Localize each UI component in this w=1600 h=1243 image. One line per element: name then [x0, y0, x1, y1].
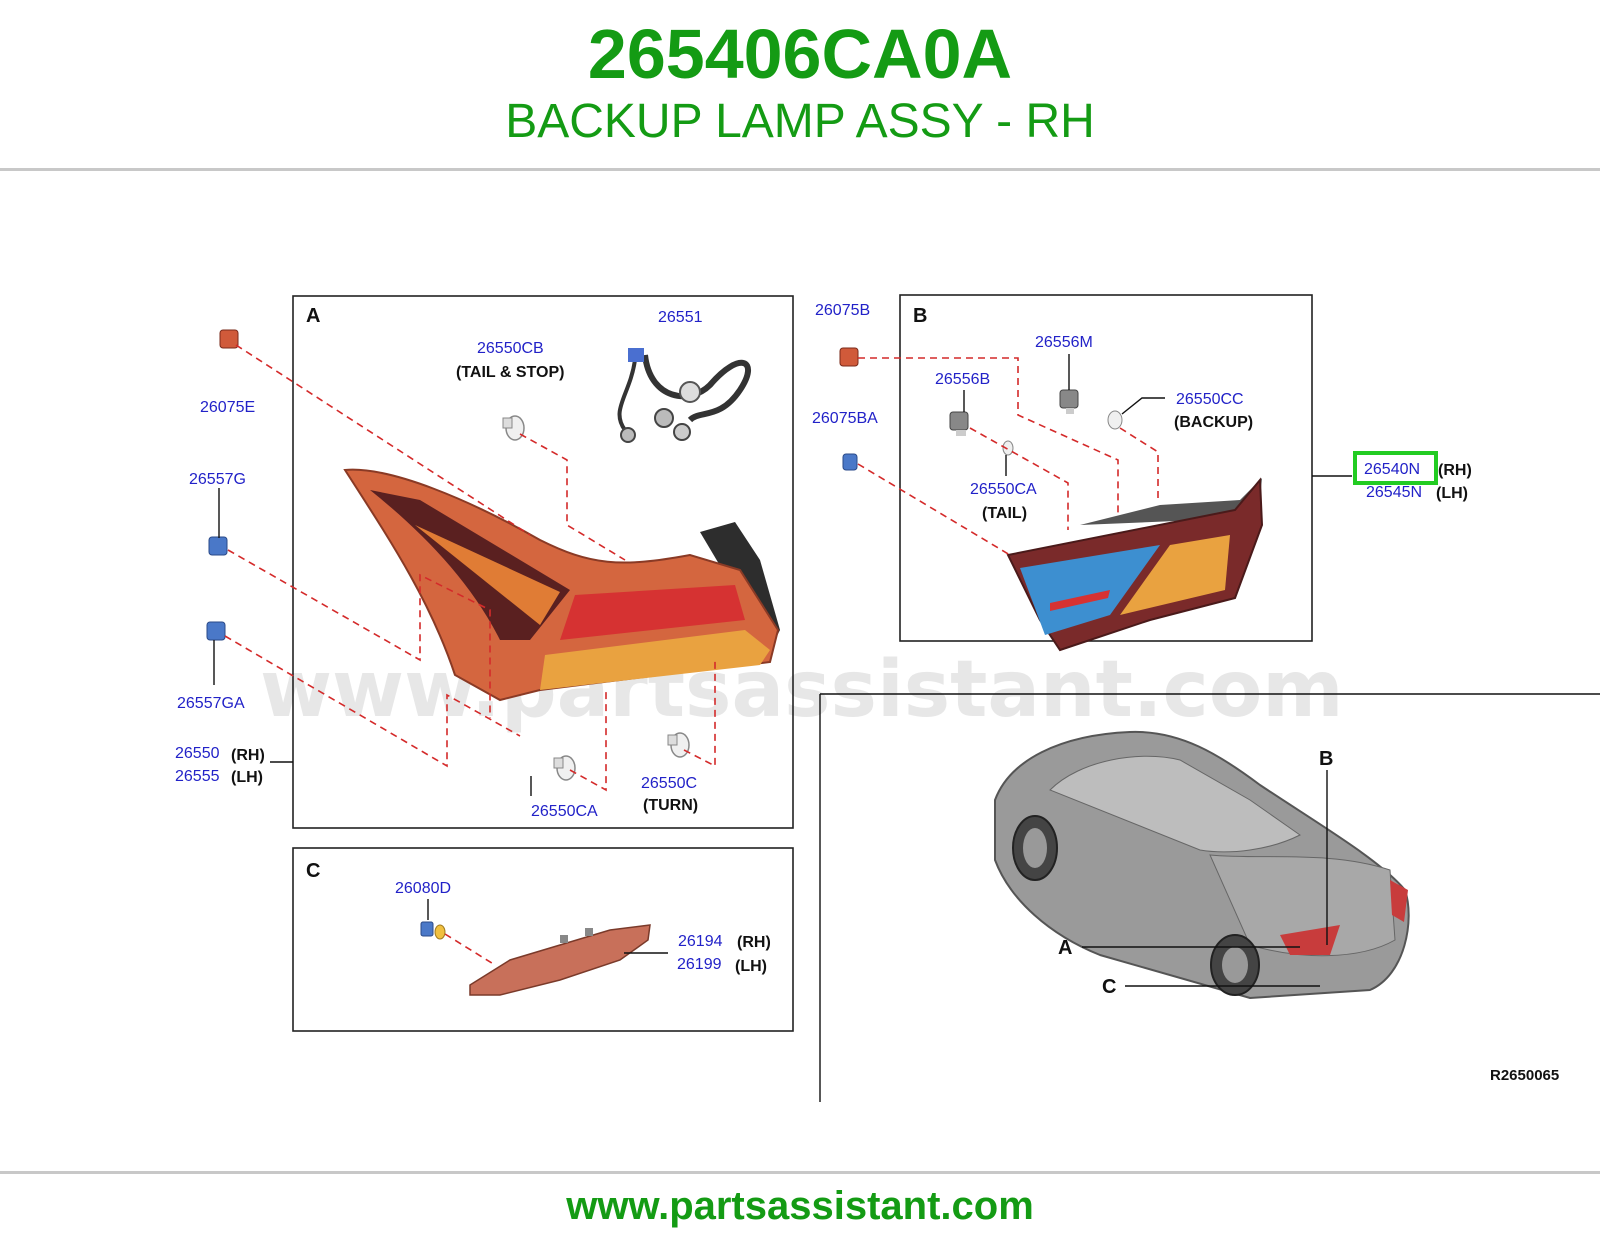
- clip-26075e-illustration: [219, 329, 239, 349]
- page-header: 265406CA0A BACKUP LAMP ASSY - RH: [0, 0, 1600, 171]
- box-b-letter: B: [913, 305, 927, 327]
- bulb-26550cb-illustration: [502, 415, 525, 441]
- note-turn: (TURN): [643, 797, 698, 814]
- highlighted-part-box: [1353, 451, 1438, 485]
- bulb-26550cc-illustration: [1107, 410, 1123, 430]
- leader-26557g: [227, 549, 491, 718]
- note-rh-26194: (RH): [737, 934, 771, 951]
- part-label-26557g[interactable]: 26557G: [189, 471, 246, 488]
- part-label-26556m[interactable]: 26556M: [1035, 334, 1093, 351]
- note-rh-26550: (RH): [231, 747, 265, 764]
- clip-26557g-illustration: [208, 536, 228, 556]
- part-description: BACKUP LAMP ASSY - RH: [505, 95, 1095, 148]
- note-tail-stop: (TAIL & STOP): [456, 364, 564, 381]
- bulb-26550ca-b-illustration: [1002, 440, 1014, 456]
- part-label-26075e[interactable]: 26075E: [200, 399, 255, 416]
- part-label-26550cc[interactable]: 26550CC: [1176, 391, 1244, 408]
- box-a-letter: A: [306, 305, 320, 327]
- part-label-26545n[interactable]: 26545N: [1366, 484, 1422, 501]
- leader-26075ba: [857, 463, 1011, 556]
- leader-26556b: [969, 427, 1069, 530]
- part-label-26080d[interactable]: 26080D: [395, 880, 451, 897]
- car-callout-a: A: [1058, 937, 1072, 959]
- box-b-frame: [899, 294, 1313, 642]
- bulb-26556m-illustration: [1059, 389, 1079, 414]
- part-label-26199[interactable]: 26199: [677, 956, 722, 973]
- leader-26550ca-a: [569, 690, 607, 792]
- clip-26557ga-illustration: [206, 621, 226, 641]
- note-lh-26199: (LH): [735, 958, 767, 975]
- car-callout-c: C: [1102, 976, 1116, 998]
- part-label-26075ba[interactable]: 26075BA: [812, 410, 878, 427]
- socket-26080d-illustration: [420, 921, 446, 940]
- harness-26551-illustration: [617, 348, 752, 443]
- car-illustration: [994, 730, 1410, 1000]
- part-label-26540n[interactable]: 26540N: [1364, 461, 1420, 478]
- bulb-26556b-illustration: [949, 411, 969, 436]
- note-lh-26555: (LH): [231, 769, 263, 786]
- part-label-26557ga[interactable]: 26557GA: [177, 695, 245, 712]
- part-label-26550cb[interactable]: 26550CB: [477, 340, 544, 357]
- bulb-26550ca-a-illustration: [553, 755, 576, 781]
- part-label-26194[interactable]: 26194: [678, 933, 723, 950]
- inner-lamp-b-illustration: [1006, 477, 1264, 652]
- leader-26080d: [444, 933, 496, 966]
- clip-26075b-illustration: [839, 347, 859, 367]
- leader-26075b: [858, 357, 1119, 515]
- box-c-frame: [292, 847, 794, 1032]
- car-callout-b: B: [1319, 748, 1333, 770]
- leader-26557ga: [224, 635, 521, 768]
- note-backup: (BACKUP): [1174, 414, 1253, 431]
- note-lh-26545n: (LH): [1436, 485, 1468, 502]
- bulb-26550c-illustration: [667, 732, 690, 758]
- box-c-letter: C: [306, 860, 320, 882]
- part-label-26551[interactable]: 26551: [658, 309, 703, 326]
- note-rh-26540n: (RH): [1438, 462, 1472, 479]
- page-footer: [0, 1171, 1600, 1243]
- part-label-26556b[interactable]: 26556B: [935, 371, 990, 388]
- tail-lamp-a-illustration: [343, 468, 780, 702]
- part-label-26550[interactable]: 26550: [175, 745, 220, 762]
- note-tail: (TAIL): [982, 505, 1027, 522]
- part-label-26555[interactable]: 26555: [175, 768, 220, 785]
- part-number-title: 265406CA0A: [587, 15, 1013, 93]
- leader-26550cb: [519, 433, 626, 561]
- reflector-c-illustration: [469, 924, 651, 996]
- part-label-26550ca-b[interactable]: 26550CA: [970, 481, 1037, 498]
- box-a-frame: [292, 295, 794, 829]
- leader-26075e: [235, 344, 531, 536]
- footer-website-link[interactable]: www.partsassistant.com: [566, 1184, 1034, 1228]
- part-label-26075b[interactable]: 26075B: [815, 302, 870, 319]
- diagram-reference-code: R2650065: [1490, 1067, 1559, 1084]
- part-label-26550c[interactable]: 26550C: [641, 775, 697, 792]
- clip-26075ba-illustration: [842, 453, 858, 471]
- part-label-26550ca-a[interactable]: 26550CA: [531, 803, 598, 820]
- leader-line-26550cc: [1121, 397, 1165, 415]
- leader-26550cc: [1119, 427, 1159, 500]
- watermark-text: www.partsassistant.com: [260, 645, 1344, 735]
